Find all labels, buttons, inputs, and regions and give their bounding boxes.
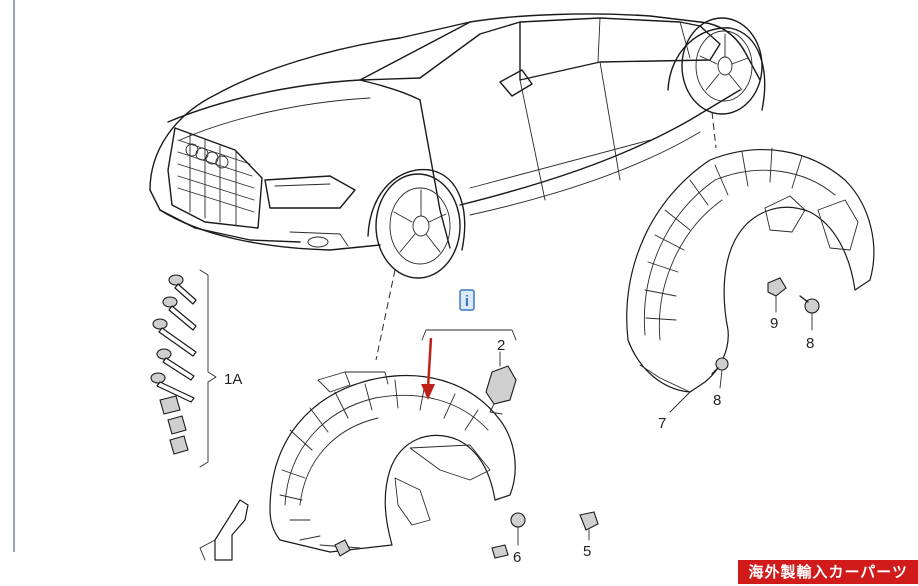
leader-front-arch — [375, 269, 396, 361]
rear-wheel-housing-liner — [626, 147, 875, 393]
part-8-screw-upper — [799, 295, 820, 331]
info-marker-text: i — [465, 293, 469, 310]
bottom-clip-left — [334, 539, 351, 557]
red-arrow — [421, 337, 435, 400]
label-part-6: 6 — [513, 549, 521, 566]
part-5-clip — [579, 511, 599, 541]
part-6-clip — [510, 512, 526, 546]
watermark-banner: 海外製輸入カーパーツ — [738, 560, 918, 584]
label-part-8-lower: 8 — [713, 392, 721, 409]
car-illustration — [149, 13, 766, 279]
leader-rear-arch — [711, 111, 717, 149]
part-9-clip — [767, 277, 787, 313]
label-part-5: 5 — [583, 543, 591, 560]
label-part-9: 9 — [770, 315, 778, 332]
part-1a-fastener-set — [150, 269, 217, 468]
label-part-2: 2 — [497, 337, 505, 354]
part-2-bracket — [485, 351, 517, 415]
label-part-8-upper: 8 — [806, 335, 814, 352]
left-margin-rule — [13, 0, 15, 552]
info-marker: i — [459, 289, 475, 311]
info-group-bracket — [421, 329, 517, 341]
side-bracket — [199, 499, 249, 561]
bottom-clip — [491, 544, 509, 559]
leader-part-7 — [669, 391, 691, 413]
part-8-screw-lower — [711, 357, 729, 389]
label-part-7: 7 — [658, 415, 666, 432]
front-wheel-housing-liner — [269, 371, 516, 553]
label-part-1a: 1A — [224, 371, 242, 388]
left-margin — [0, 0, 14, 586]
